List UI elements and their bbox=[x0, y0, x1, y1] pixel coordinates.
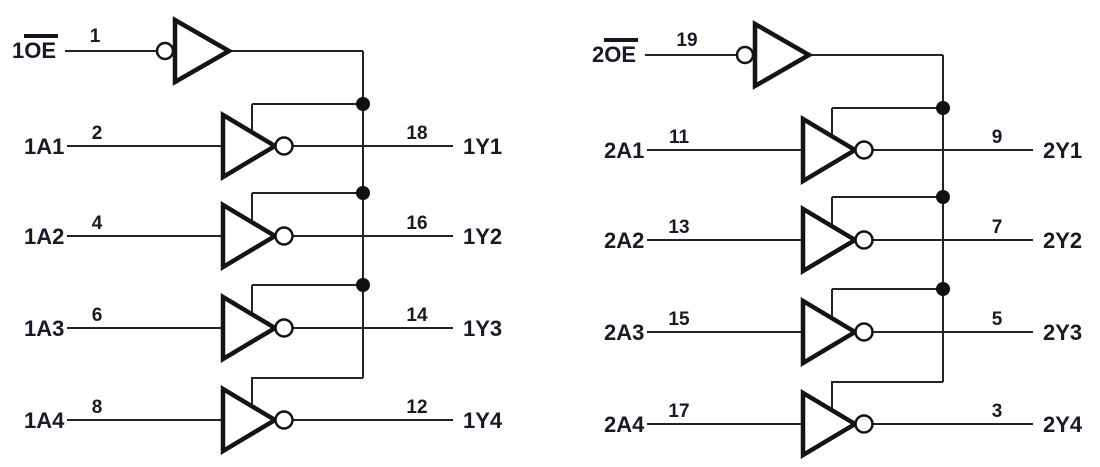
overline-bar bbox=[24, 34, 58, 38]
output-label: 1Y4 bbox=[463, 408, 503, 433]
buffer-channel-1a3: 1A3 6 14 1Y3 bbox=[24, 278, 502, 363]
signal-label-2oe: 2OE bbox=[592, 42, 636, 67]
output-pin-number: 7 bbox=[992, 217, 1003, 238]
signal-prefix: 2 bbox=[592, 42, 604, 67]
buffer-triangle-icon bbox=[172, 16, 234, 86]
output-pin-number: 12 bbox=[406, 397, 427, 418]
buffer-channel-2a2: 2A2 13 7 2Y2 bbox=[604, 190, 1082, 275]
buffer-triangle-icon bbox=[220, 293, 280, 363]
output-pin-number: 9 bbox=[992, 127, 1003, 148]
input-label: 1A1 bbox=[24, 134, 64, 159]
buffer-triangle-icon bbox=[220, 201, 280, 271]
input-pin-number: 17 bbox=[668, 401, 689, 422]
output-label: 1Y2 bbox=[463, 224, 502, 249]
input-label: 1A3 bbox=[24, 316, 64, 341]
buffer-triangle-icon bbox=[220, 111, 280, 181]
output-pin-number: 3 bbox=[992, 401, 1003, 422]
buffer-triangle-icon bbox=[800, 389, 860, 459]
wire-enable-elbow bbox=[831, 381, 943, 412]
signal-name: OE bbox=[604, 42, 636, 67]
buffer-triangle-icon bbox=[752, 20, 814, 90]
inversion-bubble-icon bbox=[274, 226, 294, 246]
buffer-triangle-icon bbox=[220, 385, 280, 455]
input-label: 1A2 bbox=[24, 224, 64, 249]
bank-2: 2OE 19 2A1 11 9 2Y1 2A2 13 bbox=[592, 20, 1083, 459]
junction-dot-icon bbox=[936, 190, 950, 204]
input-label: 2A1 bbox=[604, 138, 644, 163]
input-label: 2A4 bbox=[604, 412, 645, 437]
output-label: 2Y3 bbox=[1043, 320, 1082, 345]
signal-label-1oe: 1OE bbox=[12, 38, 56, 63]
input-pin-number: 13 bbox=[668, 217, 689, 238]
buffer-triangle-icon bbox=[800, 205, 860, 275]
input-label: 2A3 bbox=[604, 320, 644, 345]
junction-dot-icon bbox=[936, 101, 950, 115]
buffer-triangle-icon bbox=[800, 115, 860, 185]
output-label: 1Y3 bbox=[463, 316, 502, 341]
buffer-triangle-icon bbox=[800, 297, 860, 367]
output-pin-number: 18 bbox=[406, 123, 427, 144]
buffer-channel-1a2: 1A2 4 16 1Y2 bbox=[24, 186, 502, 271]
output-label: 1Y1 bbox=[463, 134, 502, 159]
inversion-bubble-icon bbox=[274, 410, 294, 430]
bank-1: 1OE 1 1A1 2 18 1Y1 1A2 4 bbox=[12, 16, 503, 455]
junction-dot-icon bbox=[356, 97, 370, 111]
buffer-channel-1a1: 1A1 2 18 1Y1 bbox=[24, 97, 502, 181]
buffer-channel-2a3: 2A3 15 5 2Y3 bbox=[604, 282, 1082, 367]
signal-name: OE bbox=[24, 38, 56, 63]
junction-dot-icon bbox=[936, 282, 950, 296]
buffer-channel-1a4: 1A4 8 12 1Y4 bbox=[24, 377, 503, 455]
output-pin-number: 14 bbox=[406, 305, 428, 326]
buffer-channel-2a1: 2A1 11 9 2Y1 bbox=[604, 101, 1082, 185]
wire-enable-elbow bbox=[251, 377, 363, 408]
enable-gate-1oe: 1OE 1 bbox=[12, 16, 364, 378]
output-label: 2Y2 bbox=[1043, 228, 1082, 253]
input-pin-number: 15 bbox=[668, 309, 690, 330]
inversion-bubble-icon bbox=[854, 322, 874, 342]
signal-prefix: 1 bbox=[12, 38, 24, 63]
input-label: 2A2 bbox=[604, 228, 644, 253]
inversion-bubble-icon bbox=[854, 140, 874, 160]
pin-number: 1 bbox=[90, 26, 101, 47]
input-label: 1A4 bbox=[24, 408, 65, 433]
inversion-bubble-icon bbox=[735, 45, 755, 65]
output-label: 2Y4 bbox=[1043, 412, 1083, 437]
input-pin-number: 2 bbox=[92, 123, 103, 144]
output-pin-number: 5 bbox=[992, 309, 1003, 330]
junction-dot-icon bbox=[356, 278, 370, 292]
junction-dot-icon bbox=[356, 186, 370, 200]
output-label: 2Y1 bbox=[1043, 138, 1082, 163]
input-pin-number: 4 bbox=[92, 213, 103, 234]
enable-gate-2oe: 2OE 19 bbox=[592, 20, 944, 382]
output-pin-number: 16 bbox=[406, 213, 427, 234]
inversion-bubble-icon bbox=[155, 41, 175, 61]
inversion-bubble-icon bbox=[274, 318, 294, 338]
buffer-channel-2a4: 2A4 17 3 2Y4 bbox=[604, 381, 1083, 459]
input-pin-number: 11 bbox=[669, 127, 690, 148]
inversion-bubble-icon bbox=[854, 414, 874, 434]
inversion-bubble-icon bbox=[854, 230, 874, 250]
inversion-bubble-icon bbox=[274, 136, 294, 156]
input-pin-number: 8 bbox=[92, 397, 103, 418]
input-pin-number: 6 bbox=[92, 305, 103, 326]
pin-number: 19 bbox=[676, 30, 697, 51]
overline-bar bbox=[604, 38, 638, 42]
